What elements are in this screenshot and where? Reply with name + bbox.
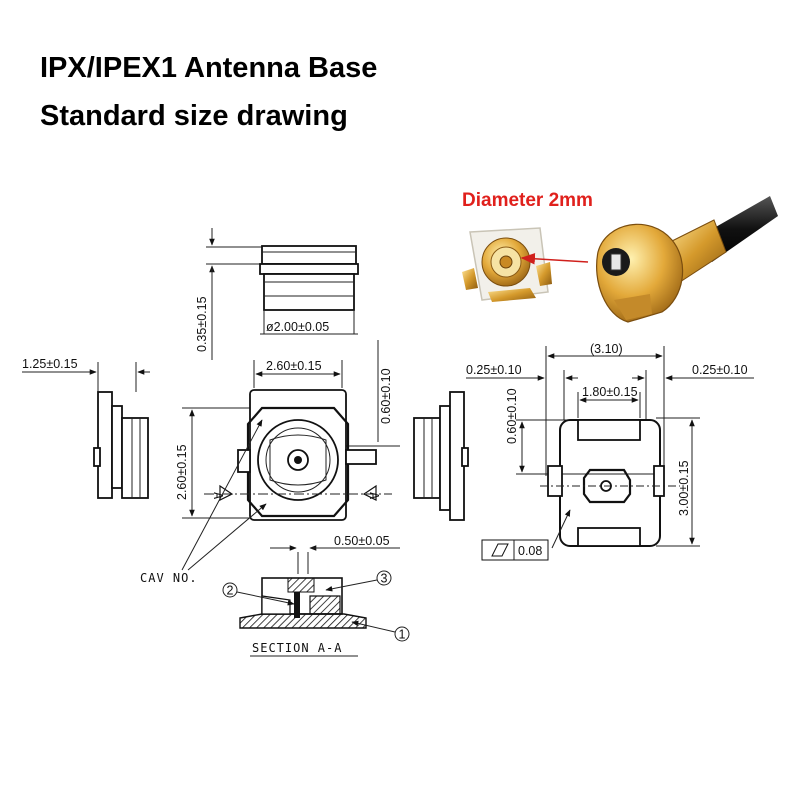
side-profile-view bbox=[206, 228, 359, 360]
dim-section-width: 0.50±0.05 bbox=[334, 534, 390, 548]
pcb-footprint-view bbox=[466, 346, 754, 561]
dim-height: 0.35±0.15 bbox=[195, 296, 209, 352]
right-side-view bbox=[413, 391, 469, 521]
dim-pin-offset: 0.60±0.10 bbox=[379, 368, 393, 424]
top-view: A A bbox=[181, 340, 400, 571]
callout-3: 3 bbox=[381, 572, 388, 586]
section-a-a-view: 2 3 1 bbox=[222, 545, 410, 642]
dim-side-height: 2.60±0.15 bbox=[175, 444, 189, 500]
left-side-view bbox=[22, 362, 150, 499]
dim-pad-offset: 0.60±0.10 bbox=[505, 388, 519, 444]
dim-footprint-total: (3.10) bbox=[590, 342, 623, 356]
dim-flatness: 0.08 bbox=[518, 544, 542, 558]
section-mark-left: A bbox=[211, 492, 225, 500]
section-mark-right: A bbox=[367, 492, 381, 500]
callout-arrow bbox=[520, 253, 589, 265]
page-subtitle: Standard size drawing bbox=[40, 100, 348, 132]
dim-footprint-height: 3.00±0.15 bbox=[677, 460, 691, 516]
dim-footprint-right: 0.25±0.10 bbox=[692, 363, 748, 377]
dim-top-width: 2.60±0.15 bbox=[266, 359, 322, 373]
page-title: IPX/IPEX1 Antenna Base bbox=[40, 52, 378, 84]
dim-pad-width: 1.80±0.15 bbox=[582, 385, 638, 399]
antenna-plug-photo bbox=[596, 196, 778, 323]
diameter-callout: Diameter 2mm bbox=[462, 190, 593, 211]
callout-2: 2 bbox=[227, 584, 234, 598]
section-label: SECTION A-A bbox=[252, 641, 342, 655]
dim-side-width: 1.25±0.15 bbox=[22, 357, 78, 371]
antenna-base-photo bbox=[462, 227, 552, 302]
callout-1: 1 bbox=[399, 628, 406, 642]
connector-photo bbox=[462, 196, 778, 323]
cav-label: CAV NO. bbox=[140, 571, 198, 585]
dim-footprint-left: 0.25±0.10 bbox=[466, 363, 522, 377]
dim-diameter: ø2.00±0.05 bbox=[266, 320, 329, 334]
